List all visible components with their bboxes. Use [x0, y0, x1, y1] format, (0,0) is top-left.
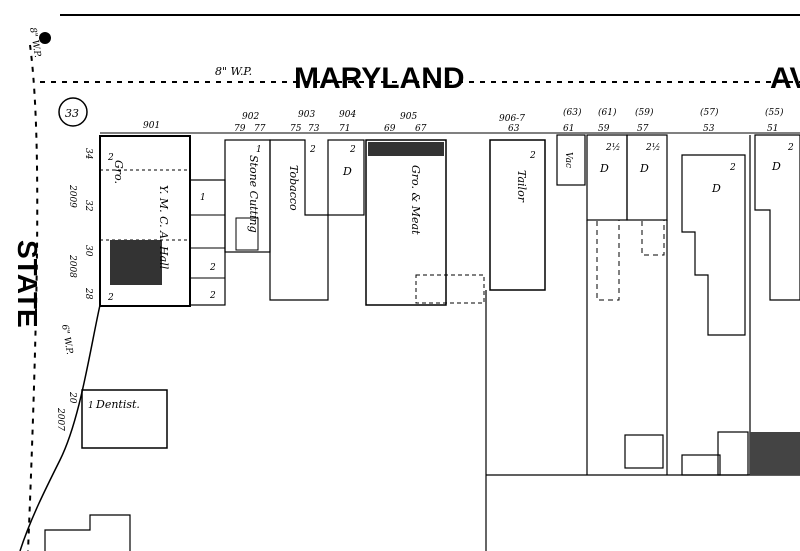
story-2half-d2: 2½ [605, 142, 620, 153]
address-numbers-top: 901 902 903 904 905 906-7 (63) (61) (59)… [143, 107, 784, 131]
story-2half-d3: 2½ [645, 142, 660, 153]
address-903: 903 [298, 110, 315, 120]
building-vacant: Vac [556, 134, 586, 186]
address-79: 79 [234, 124, 246, 134]
story-2-tailor: 2 [529, 151, 536, 161]
story-2-d5: 2 [787, 143, 794, 153]
address-902: 902 [242, 112, 259, 122]
address-75: 75 [290, 124, 302, 134]
address-51: 51 [767, 124, 778, 134]
address-71: 71 [339, 124, 350, 134]
address-69: 69 [384, 124, 396, 134]
address-63p: (63) [563, 107, 582, 118]
building-dentist: Dentist. 1 [81, 389, 168, 449]
building-ymca-grocery: Gro. Y. M. C. A. Hall 2 2 1 2 2 [99, 135, 226, 307]
tailor-label: Tailor [515, 170, 528, 203]
maryland-street-name: MARYLAND [294, 62, 465, 95]
story-2-d1: 2 [349, 145, 356, 155]
address-20: 20 [67, 391, 77, 404]
shed-3 [717, 431, 749, 476]
building-dwelling-59: D 2½ [626, 134, 668, 256]
stone-cutting-label: Stone Cutting [247, 155, 260, 233]
address-57p: (57) [700, 107, 719, 118]
grocery-meat-label: Gro. & Meat [409, 165, 422, 235]
address-59p: (59) [635, 107, 654, 118]
building-dwelling-51: D 2 [754, 134, 800, 301]
address-2007: 2007 [55, 407, 65, 431]
maryland-street-name-cont: AV [770, 62, 800, 95]
dwelling-label-1: D [342, 165, 352, 178]
building-tobacco: Tobacco 2 [269, 139, 329, 301]
story-1-stone: 1 [256, 145, 262, 155]
address-numbers-sub: 79 77 75 73 71 69 67 63 61 59 57 53 51 [234, 124, 778, 134]
story-2-ymca-c: 2 [209, 263, 216, 273]
shed-1 [624, 434, 664, 469]
dwelling-label-3: D [639, 162, 649, 175]
dentist-label: Dentist. [95, 398, 140, 411]
ymca-hall-label: Y. M. C. A. Hall [157, 185, 170, 270]
state-street-name: STATE [12, 240, 43, 328]
story-1-dentist: 1 [88, 401, 94, 411]
state-street-curb-east [19, 304, 101, 551]
address-28: 28 [83, 287, 93, 300]
story-1-ymca: 1 [200, 193, 206, 203]
address-2009: 2009 [67, 184, 77, 208]
story-2-ymca: 2 [107, 153, 114, 163]
block-number: 33 [65, 107, 79, 120]
address-61: 61 [563, 124, 574, 134]
address-77: 77 [254, 124, 266, 134]
address-73: 73 [308, 124, 320, 134]
address-61p: (61) [598, 107, 617, 118]
address-905: 905 [400, 112, 417, 122]
shed-4-hatched [750, 432, 800, 475]
tobacco-label: Tobacco [287, 165, 300, 211]
dwelling-label-5: D [771, 160, 781, 173]
address-2008: 2008 [67, 254, 77, 278]
block-number-circle [58, 97, 88, 127]
address-32: 32 [83, 200, 93, 212]
building-grocery-meat: Gro. & Meat [365, 139, 485, 306]
maryland-water-pipe-label: 8" W.P. [215, 65, 252, 78]
address-34: 34 [83, 148, 93, 160]
address-30: 30 [83, 245, 93, 257]
building-bottom-partial [44, 514, 131, 551]
building-dwelling-61: D 2½ [586, 134, 628, 301]
address-67: 67 [415, 124, 427, 134]
address-906-7: 906-7 [499, 114, 525, 124]
address-55p: (55) [765, 107, 784, 118]
dwelling-label-4: D [711, 182, 721, 195]
story-2-tobacco: 2 [309, 145, 316, 155]
top-left-water-pipe-label: 8" W.P. [27, 27, 42, 59]
address-901: 901 [143, 121, 160, 131]
grocery-label: Gro. [112, 160, 125, 184]
story-2-d4: 2 [729, 163, 736, 173]
address-63: 63 [508, 124, 520, 134]
building-dwelling-904: D 2 [327, 139, 365, 216]
story-2-ymca-b: 2 [107, 293, 114, 303]
state-street-curb-west [27, 44, 39, 551]
story-2-ymca-d: 2 [209, 291, 216, 301]
building-dwelling-53: D 2 [681, 154, 746, 336]
vacant-label: Vac [563, 152, 573, 168]
address-57: 57 [637, 124, 649, 134]
address-numbers-side: 34 2009 32 30 2008 28 20 2007 [55, 148, 93, 431]
hydrant-marker [39, 32, 51, 44]
state-water-pipe-label: 6" W.P. [59, 324, 74, 356]
building-stone-cutting: Stone Cutting 1 [224, 139, 271, 253]
address-904: 904 [339, 110, 356, 120]
dwelling-label-2: D [599, 162, 609, 175]
address-59: 59 [598, 124, 610, 134]
building-tailor: Tailor 2 [489, 139, 546, 291]
address-53: 53 [703, 124, 715, 134]
shed-2 [681, 454, 721, 476]
